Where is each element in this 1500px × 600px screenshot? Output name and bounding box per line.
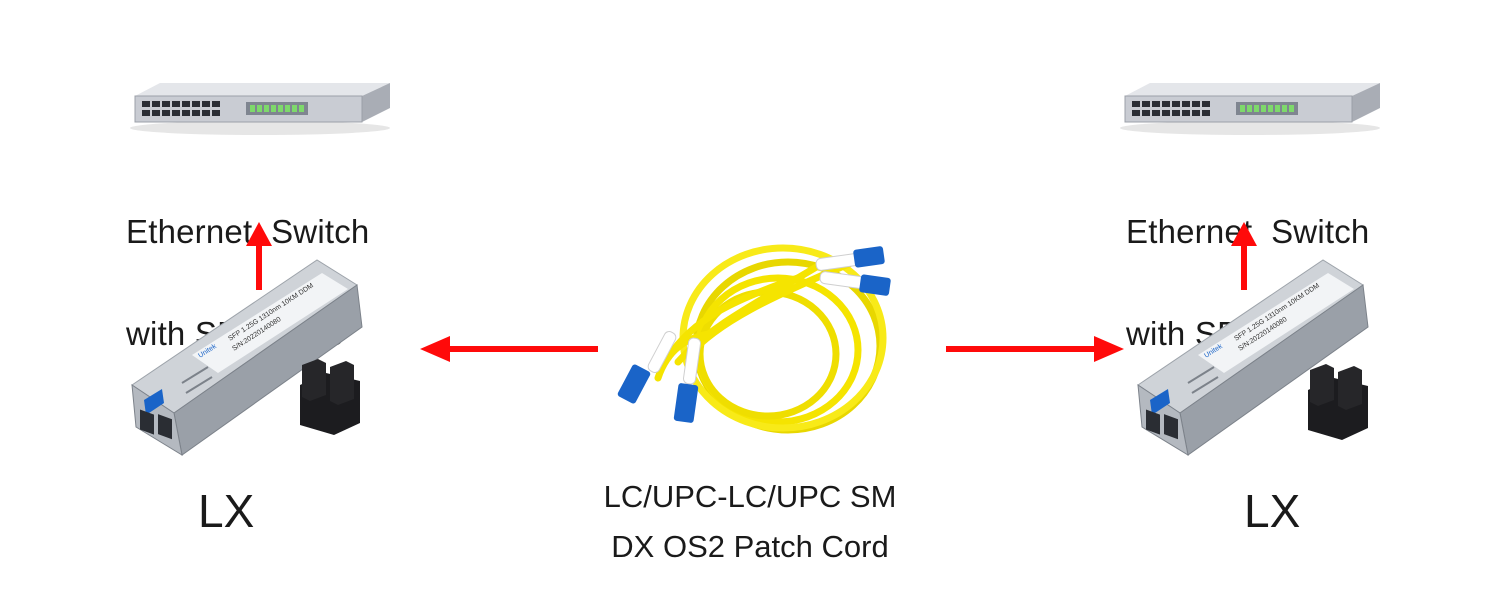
ethernet-switch-icon-right: [1120, 78, 1385, 148]
arrow-left-icon: [420, 336, 598, 362]
module-label-right: LX: [1244, 486, 1300, 536]
arrow-right-icon: [946, 336, 1124, 362]
dust-cap-icon-left: [296, 355, 368, 435]
patch-cord-label-line1: LC/UPC-LC/UPC SM: [560, 472, 940, 522]
fiber-patch-cord-icon: [598, 238, 898, 448]
ethernet-switch-icon-left: [130, 78, 395, 148]
dust-cap-icon-right: [1304, 360, 1376, 440]
patch-cord-label-line2: DX OS2 Patch Cord: [560, 522, 940, 572]
module-label-left: LX: [198, 486, 254, 536]
patch-cord-label: LC/UPC-LC/UPC SM DX OS2 Patch Cord: [560, 472, 940, 572]
